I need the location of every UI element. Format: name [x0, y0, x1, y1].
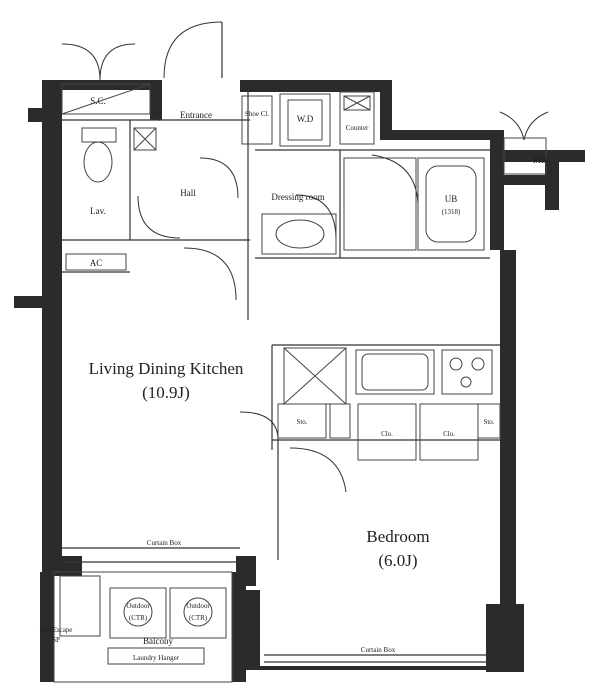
label-sto-2: Sto.	[483, 418, 494, 426]
walls	[14, 80, 585, 682]
interior-walls	[62, 90, 500, 663]
label-outdoor-2: Outdoor	[186, 602, 210, 610]
label-clo-1: Clo.	[381, 430, 393, 438]
room-labels: Living Dining Kitchen (10.9J) Bedroom (6…	[40, 96, 547, 662]
label-fire-escape-sp: SP	[52, 636, 60, 644]
label-counter: Counter	[346, 124, 369, 132]
label-dressing: Dressing room	[271, 192, 324, 202]
label-wd: W.D	[297, 114, 314, 124]
label-ub-size: (1318)	[442, 208, 461, 216]
label-lav: Lav.	[90, 206, 106, 216]
label-sc: S.C.	[90, 96, 106, 106]
label-ac: AC	[90, 258, 103, 268]
label-clo-2: Clo.	[443, 430, 455, 438]
fixtures	[53, 83, 547, 683]
label-curtain-bedroom: Curtain Box	[361, 646, 396, 654]
bedroom-size: (6.0J)	[378, 551, 417, 570]
label-shoe-cl: Shoe Cl.	[245, 110, 269, 118]
label-outdoor-1b: (CTR)	[129, 614, 148, 622]
ldk-name: Living Dining Kitchen	[89, 359, 244, 378]
label-ub: UB	[445, 194, 458, 204]
label-hall: Hall	[180, 188, 196, 198]
bedroom-name: Bedroom	[366, 527, 429, 546]
label-curtain-ldk: Curtain Box	[147, 539, 182, 547]
label-laundry-hanger: Laundry Hanger	[133, 654, 180, 662]
label-outdoor-1: Outdoor	[126, 602, 150, 610]
label-sto: Sto.	[296, 418, 307, 426]
ldk-size: (10.9J)	[142, 383, 190, 402]
label-balcony: Balcony	[143, 636, 173, 646]
label-entrance: Entrance	[180, 110, 212, 120]
label-mb: MB	[533, 155, 547, 165]
label-fire-escape: Fire Escape	[40, 626, 73, 634]
label-outdoor-2b: (CTR)	[189, 614, 208, 622]
